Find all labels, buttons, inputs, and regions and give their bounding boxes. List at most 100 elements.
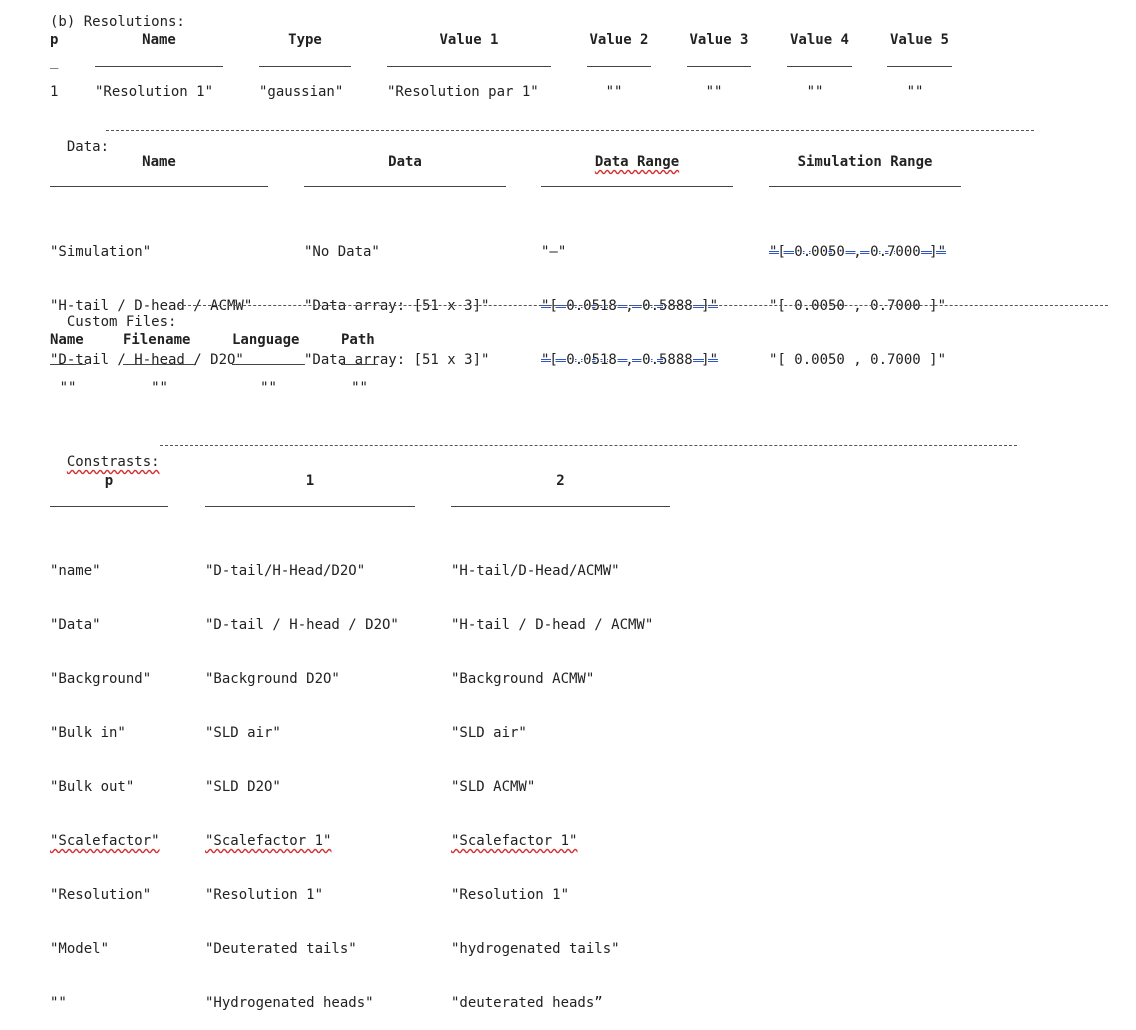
contrasts-cell: "deuterated heads” [451, 995, 603, 1011]
contrasts-cell: "D-tail / H-head / D2O" [205, 617, 399, 633]
data-header-simulation-range: Simulation Range [797, 154, 933, 170]
contrasts-cell: "D-tail/H-Head/D2O" [205, 563, 366, 579]
contrasts-cell: "Background D2O" [205, 671, 340, 687]
contrasts-rule-p [50, 506, 168, 507]
cf-header-language: Language [232, 332, 300, 348]
res-cell-value3: "" [705, 84, 723, 100]
contrasts-title-row: Constrasts: [50, 435, 1017, 470]
cf-cell-filename: "" [151, 380, 168, 396]
res-header-name: Name [142, 32, 176, 48]
contrasts-cell: "hydrogenated tails" [451, 941, 620, 957]
contrasts-cell: "Deuterated tails" [205, 941, 357, 957]
res-header-value4: Value 4 [789, 32, 849, 48]
cf-rule-language [232, 364, 305, 365]
data-col-data-range: "–" "[ 0.0518 , 0.5888 ]" "[ 0.0518 , 0.… [541, 207, 718, 387]
contrasts-row-label: "Bulk out" [50, 779, 135, 795]
res-cell-value1: "Resolution par 1" [387, 84, 539, 100]
contrasts-row-label: "Model" [50, 941, 110, 957]
contrasts-cell: "SLD D2O" [205, 779, 281, 795]
data-row-data: "Data array: [51 x 3]" [304, 352, 490, 368]
contrasts-row-label: "Background" [50, 671, 152, 687]
data-row-data-range: "[ 0.0518 , 0.5888 ]" [541, 298, 719, 314]
res-header-value2: Value 2 [589, 32, 649, 48]
data-row-name: "D-tail / H-head / D2O" [50, 352, 244, 368]
cf-header-filename: Filename [123, 332, 191, 348]
contrasts-cell: "Background ACMW" [451, 671, 595, 687]
data-col-data: "No Data" "Data array: [51 x 3]" "Data a… [304, 207, 489, 387]
contrasts-col-p: "name" "Data" "Background" "Bulk in" "Bu… [50, 526, 160, 1030]
contrasts-cell: "Hydrogenated heads" [205, 995, 374, 1011]
contrasts-cell: "SLD ACMW" [451, 779, 536, 795]
contrasts-header-1: 1 [305, 473, 315, 489]
data-section-title-row: Data: [50, 120, 1040, 155]
data-row-data-range: "[ 0.0518 , 0.5888 ]" [541, 352, 719, 368]
res-cell-type: "gaussian" [259, 84, 344, 100]
contrasts-row-label: "Resolution" [50, 887, 152, 903]
res-header-value1: Value 1 [439, 32, 499, 48]
data-row-simulation-range: "[ 0.0050 , 0.7000 ]" [769, 244, 947, 260]
res-header-type: Type [288, 32, 322, 48]
data-header-data-range-text: Data Range [594, 154, 680, 170]
cf-cell-language: "" [260, 380, 277, 396]
data-row-simulation-range: "[ 0.0050 , 0.7000 ]" [769, 352, 947, 368]
contrasts-divider [160, 445, 1017, 446]
res-header-p: p [50, 32, 59, 48]
contrasts-cell: "Resolution 1" [205, 887, 324, 903]
contrasts-cell: "Scalefactor 1" [205, 833, 332, 849]
data-header-data: Data [388, 154, 422, 170]
data-rule-data [304, 186, 506, 187]
resolutions-title: (b) Resolutions: [50, 14, 185, 30]
custom-files-divider [178, 305, 1108, 306]
contrasts-cell: "H-tail/D-Head/ACMW" [451, 563, 620, 579]
res-rule-type [259, 66, 351, 67]
res-rule-value1 [387, 66, 551, 67]
res-header-value3: Value 3 [689, 32, 749, 48]
contrasts-row-label: "Data" [50, 617, 101, 633]
cf-header-name: Name [50, 332, 84, 348]
contrasts-col-1: "D-tail/H-Head/D2O" "D-tail / H-head / D… [205, 526, 399, 1030]
contrasts-cell: "SLD air" [205, 725, 281, 741]
contrasts-rule-2 [451, 506, 670, 507]
data-col-simulation-range: "[ 0.0050 , 0.7000 ]" "[ 0.0050 , 0.7000… [769, 207, 946, 387]
data-row-name: "Simulation" [50, 244, 152, 260]
contrasts-row-label: "" [50, 995, 67, 1011]
res-cell-value5: "" [906, 84, 924, 100]
data-row-data: "No Data" [304, 244, 380, 260]
res-header-value5: Value 5 [889, 32, 949, 48]
contrasts-title: Constrasts: [66, 454, 160, 470]
custom-files-title-row: Custom Files: [50, 295, 1108, 330]
cf-rule-path [341, 364, 378, 365]
data-rule-name [50, 186, 268, 187]
data-section-divider [106, 130, 1034, 131]
cf-cell-path: "" [351, 380, 368, 396]
cf-cell-name: "" [59, 380, 77, 396]
res-cell-value4: "" [806, 84, 824, 100]
data-row-name: "H-tail / D-head / ACMW" [50, 298, 253, 314]
contrasts-header-p: p [104, 473, 114, 489]
res-rule-value2 [587, 66, 651, 67]
contrasts-rule-1 [205, 506, 415, 507]
contrasts-row-label: "name" [50, 563, 101, 579]
data-row-data-range: "–" [541, 244, 567, 260]
contrasts-cell: "Scalefactor 1" [451, 833, 578, 849]
data-section-title: Data: [66, 139, 110, 155]
contrasts-cell: "H-tail / D-head / ACMW" [451, 617, 654, 633]
res-rule-value5 [887, 66, 952, 67]
res-rule-value4 [787, 66, 852, 67]
data-header-name: Name [142, 154, 176, 170]
contrasts-row-label: "Scalefactor" [50, 833, 160, 849]
contrasts-row-label: "Bulk in" [50, 725, 126, 741]
contrasts-header-2: 2 [556, 473, 565, 489]
data-header-data-range: Data Range [541, 153, 733, 171]
contrasts-col-2: "H-tail/D-Head/ACMW" "H-tail / D-head / … [451, 526, 653, 1030]
res-rule-name [95, 66, 223, 67]
res-cell-p: 1 [50, 84, 59, 100]
cf-rule-filename [123, 364, 196, 365]
custom-files-title: Custom Files: [66, 314, 177, 330]
res-rule-value3 [687, 66, 751, 67]
res-underline-p: _ [50, 53, 59, 69]
cf-header-path: Path [341, 332, 375, 348]
res-cell-value2: "" [605, 84, 623, 100]
data-rule-data-range [541, 186, 733, 187]
contrasts-cell: "Resolution 1" [451, 887, 570, 903]
